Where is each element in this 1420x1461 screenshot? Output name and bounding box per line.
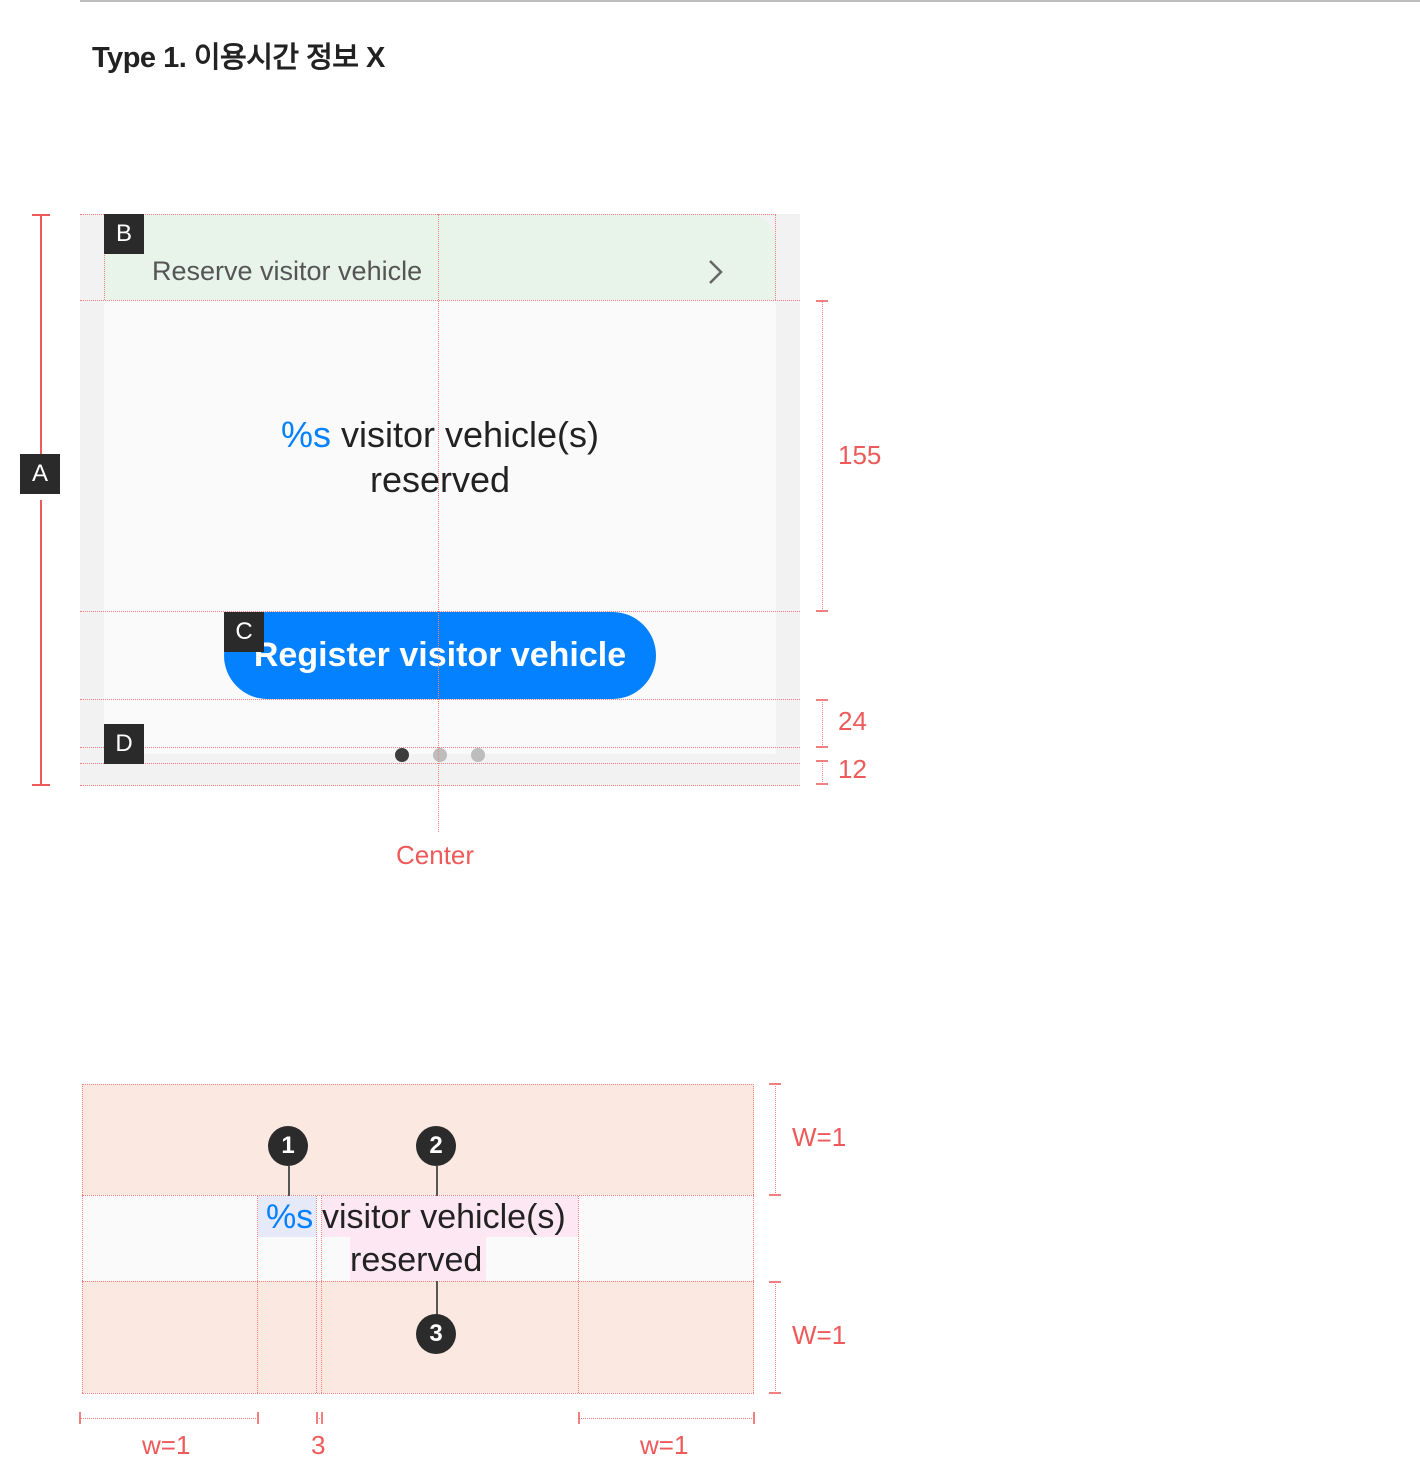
right-weight-label: w=1 (640, 1430, 689, 1460)
measure-tick (816, 610, 828, 612)
guide-line (753, 1084, 754, 1393)
guide-line (82, 1281, 754, 1282)
measure-tick (316, 1412, 318, 1424)
page-dot-active[interactable] (395, 748, 409, 762)
detail-line-1: visitor vehicle(s) (322, 1198, 566, 1236)
guide-line (80, 785, 800, 786)
measure-line (80, 1418, 258, 1419)
marker-leader (436, 1281, 438, 1315)
guide-line (316, 1196, 317, 1393)
guide-line (80, 699, 800, 700)
page-title: Type 1. 이용시간 정보 X (92, 42, 385, 74)
measure-tick (816, 746, 828, 748)
measure-line (775, 1084, 776, 1195)
guide-line (775, 214, 776, 300)
header-bar[interactable]: Reserve visitor vehicle (104, 214, 776, 300)
detail-line-2: reserved (350, 1241, 483, 1279)
measure-tick (816, 760, 828, 762)
guide-line (82, 1084, 83, 1393)
register-visitor-button[interactable]: Register visitor vehicle (224, 612, 656, 699)
measure-24-line (822, 700, 823, 747)
marker-3: 3 (416, 1314, 456, 1354)
status-line-1: %s visitor vehicle(s) (104, 414, 776, 456)
measure-155-line (822, 301, 823, 611)
text-detail-spec: %s visitor vehicle(s) reserved 1 2 3 W=1… (0, 1000, 1420, 1460)
measure-155-label: 155 (838, 440, 882, 470)
measure-line (316, 1418, 322, 1419)
chevron-right-icon[interactable] (704, 258, 728, 286)
measure-tick (816, 300, 828, 302)
measure-24-label: 24 (838, 706, 867, 736)
guide-line (82, 1393, 754, 1394)
marker-1: 1 (268, 1126, 308, 1166)
height-bracket-a (32, 214, 50, 786)
measure-tick (321, 1412, 323, 1424)
measure-12-label: 12 (838, 754, 867, 784)
guide-line (80, 747, 800, 748)
card-spec: A Reserve visitor vehicle %s visitor veh… (20, 214, 882, 870)
measure-tick (257, 1412, 259, 1424)
guide-line (321, 1196, 322, 1393)
marker-leader (288, 1166, 290, 1196)
measure-12-line (822, 760, 823, 784)
tag-a: A (20, 454, 60, 494)
guide-line (82, 1084, 754, 1085)
measure-tick (79, 1412, 81, 1424)
guide-line (82, 1195, 754, 1196)
text-highlight-line1 (322, 1196, 578, 1237)
page-dot[interactable] (471, 748, 485, 762)
guide-line (578, 1196, 579, 1393)
text-highlight-line2 (350, 1237, 486, 1281)
measure-tick (578, 1412, 580, 1424)
measure-tick (816, 783, 828, 785)
guide-line (80, 214, 776, 215)
measure-line (775, 1282, 776, 1393)
header-label: Reserve visitor vehicle (152, 256, 423, 286)
status-line-2: reserved (369, 459, 511, 500)
guide-line (80, 611, 800, 612)
tag-b: B (104, 214, 144, 254)
guide-line (80, 300, 800, 301)
tag-c: C (224, 612, 264, 652)
measure-tick (816, 699, 828, 701)
measure-tick (769, 1194, 781, 1196)
status-text: visitor vehicle(s) (340, 414, 600, 455)
measure-tick (769, 1281, 781, 1283)
page-indicator (394, 747, 494, 763)
guide-line (257, 1196, 258, 1393)
measure-line (579, 1418, 754, 1419)
page-dot[interactable] (433, 748, 447, 762)
gap-label: 3 (311, 1430, 326, 1460)
top-weight-label: W=1 (792, 1122, 847, 1152)
center-guide (438, 214, 439, 832)
measure-tick (769, 1392, 781, 1394)
marker-leader (436, 1166, 438, 1196)
center-label: Center (396, 840, 475, 870)
guide-line (80, 763, 800, 764)
bottom-weight-label: W=1 (792, 1320, 847, 1350)
measure-tick (769, 1083, 781, 1085)
tag-d: D (104, 724, 144, 764)
detail-placeholder: %s (266, 1198, 314, 1236)
marker-2: 2 (416, 1126, 456, 1166)
left-weight-label: w=1 (142, 1430, 191, 1460)
measure-tick (753, 1412, 755, 1424)
status-placeholder: %s (280, 414, 331, 455)
guide-line (104, 214, 105, 300)
placeholder-highlight (258, 1196, 316, 1237)
top-divider (80, 0, 1420, 2)
